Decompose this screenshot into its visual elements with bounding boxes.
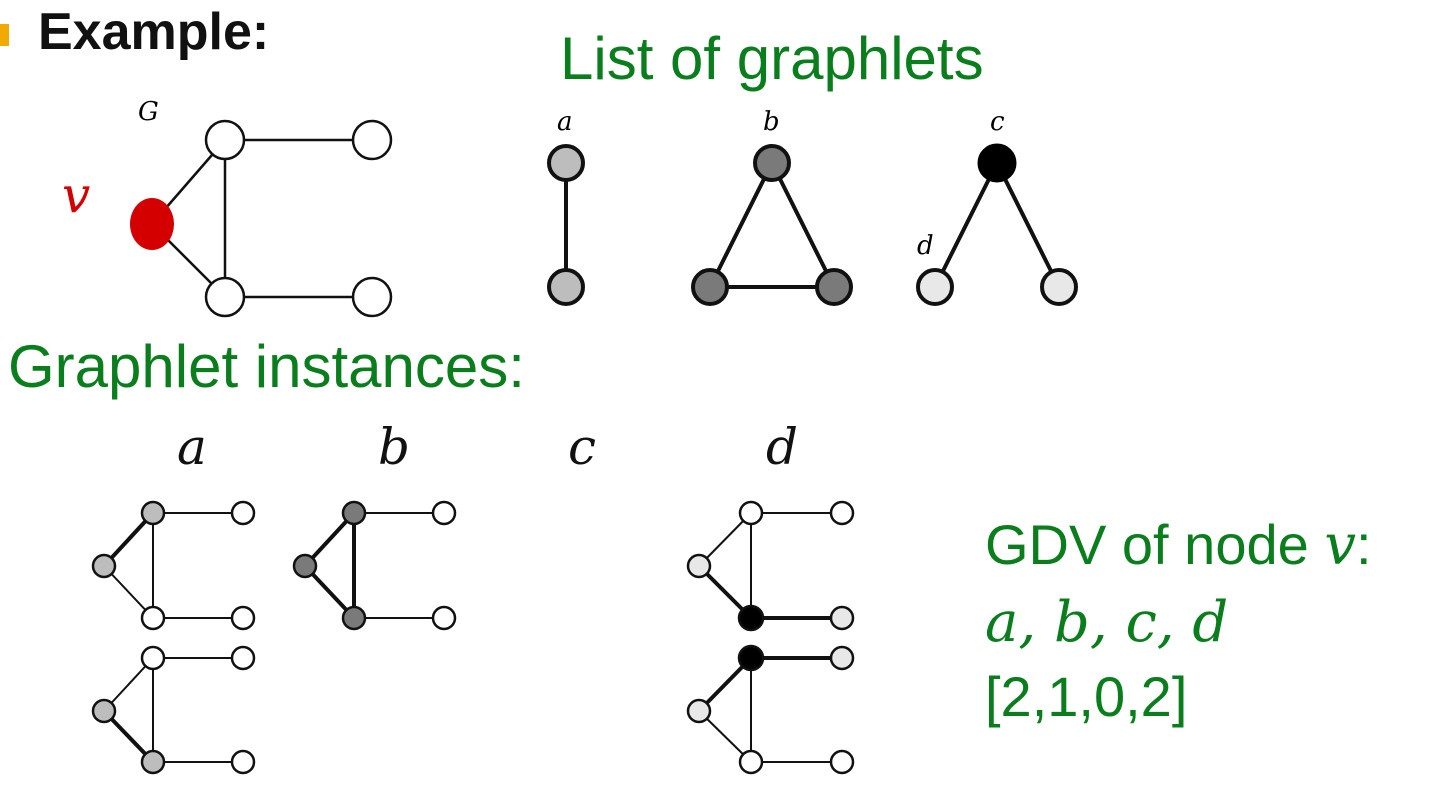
instance-a-2 [91, 645, 256, 775]
graphlet-node [547, 144, 585, 182]
gdv-title-prefix: GDV of node [985, 513, 1325, 576]
graphlet-label-a: a [557, 107, 573, 137]
instance-d-1 [686, 500, 855, 632]
column-label-d: d [766, 418, 799, 476]
graphlet-cd: c d [916, 107, 1078, 306]
column-label-a: a [177, 418, 207, 476]
gdv-title-var: v [1324, 513, 1356, 578]
graphlet-node [547, 268, 585, 306]
graphlet-label-d: d [917, 231, 934, 261]
gdv-title: GDV of node v: [985, 512, 1372, 578]
graph-g: G v [62, 97, 393, 318]
graph-node [204, 119, 246, 161]
graphlet-list-title: List of graphlets [560, 25, 984, 92]
graphlet-node [977, 143, 1017, 183]
graph-label-g: G [138, 97, 159, 127]
graphlet-node [691, 268, 729, 306]
graphlet-b: b [691, 107, 853, 306]
graphlet-instances-title: Graphlet instances: [8, 333, 525, 400]
node-label-v: v [62, 166, 90, 224]
graph-node [351, 119, 393, 161]
gdv-title-suffix: : [1355, 513, 1372, 576]
graphlet-node [916, 268, 954, 306]
instance-a-1 [91, 500, 256, 631]
graphlet-node [1040, 268, 1078, 306]
graphlet-node [753, 144, 791, 182]
graphlet-a: a [547, 107, 585, 306]
graphlet-node [815, 268, 853, 306]
column-label-c: c [568, 418, 597, 476]
instance-d-2 [686, 644, 855, 775]
instance-b-1 [292, 500, 457, 631]
graph-node [204, 276, 246, 318]
bullet-marker [0, 24, 9, 46]
slide-heading: Example: [38, 3, 270, 61]
gdv-vector: [2,1,0,2] [985, 665, 1188, 728]
gdv-orbit-labels: a, b, c, d [985, 590, 1229, 655]
graphlet-label-b: b [763, 107, 780, 137]
column-label-b: b [378, 418, 411, 476]
graph-node [351, 276, 393, 318]
graphlet-label-c: c [990, 107, 1005, 137]
focus-node-v [130, 198, 174, 250]
